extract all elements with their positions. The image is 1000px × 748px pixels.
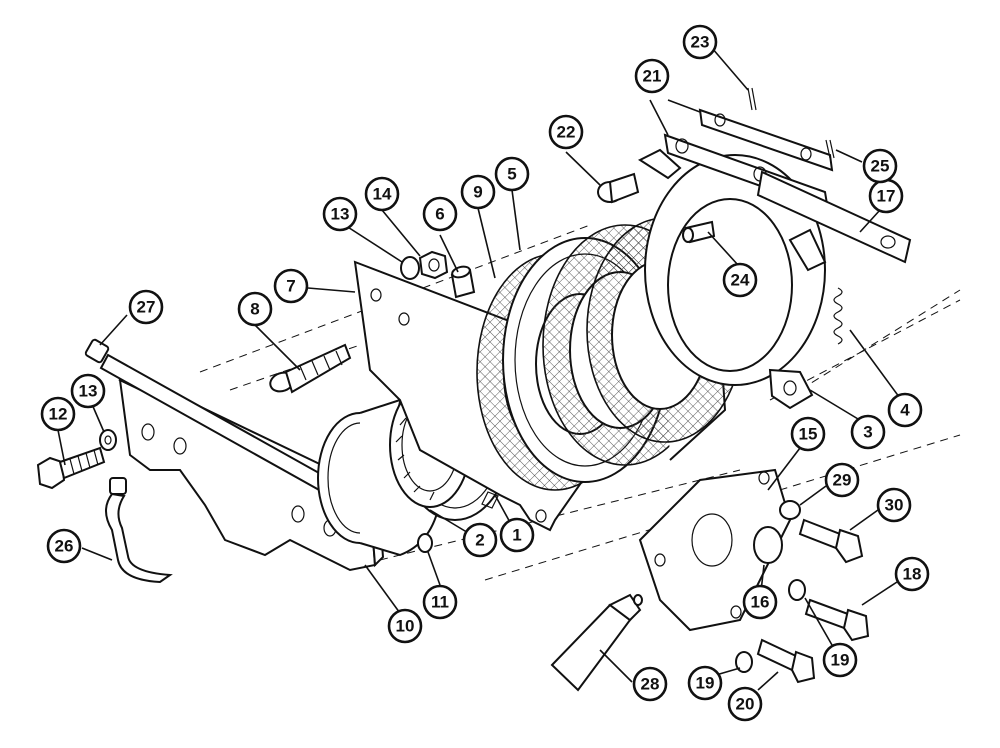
callout-9: 9 [460,174,496,210]
callout-label: 29 [833,471,852,490]
callout-8: 8 [237,291,273,327]
callout-label: 15 [799,425,818,444]
callout-21: 21 [634,58,670,94]
callout-label: 8 [250,300,259,319]
callout-29: 29 [824,462,860,498]
callout-label: 22 [557,123,576,142]
callout-15: 15 [790,416,826,452]
callout-18: 18 [894,556,930,592]
washer-part-13-left [99,429,117,451]
cap-screw-part-8 [269,343,352,394]
callout-label: 21 [643,67,662,86]
callout-label: 4 [900,401,910,420]
pin-part-22 [597,172,640,204]
callout-13-left: 13 [70,373,106,409]
washer-part-13-top [400,256,420,280]
hex-bolt-part-12 [36,446,106,490]
callout-label: 7 [286,277,295,296]
callout-label: 17 [877,187,896,206]
callout-13-top: 13 [322,196,358,232]
callout-label: 19 [696,674,715,693]
callout-27: 27 [128,289,164,325]
pin-part-24 [682,220,716,244]
callout-label: 30 [885,496,904,515]
callout-label: 25 [871,157,890,176]
callout-11: 11 [422,584,458,620]
washer-part-19-left [735,651,753,673]
callout-label: 12 [49,405,68,424]
spring-part-4 [833,287,843,345]
cotter-pin-part-23 [747,87,757,111]
bolt-part-20 [756,638,816,684]
callout-label: 3 [863,423,872,442]
callout-label: 13 [79,382,98,401]
cotter-pin-part-25 [825,139,835,159]
callout-label: 10 [396,617,415,636]
callout-12: 12 [40,396,76,432]
callout-label: 13 [331,205,350,224]
callout-5: 5 [494,156,530,192]
callout-label: 18 [903,565,922,584]
callout-10: 10 [387,608,423,644]
bolt-part-30 [798,518,864,564]
callout-30: 30 [876,487,912,523]
callout-label: 9 [473,183,482,202]
callout-label: 6 [435,205,444,224]
washer-part-19-right [788,579,806,601]
sealant-tube-part-28 [550,593,643,692]
callout-label: 19 [831,651,850,670]
callout-2: 2 [462,522,498,558]
callout-24: 24 [722,262,758,298]
bushing-part-29 [779,500,801,520]
callout-label: 11 [431,593,449,612]
o-ring-part-11 [417,533,433,553]
callout-label: 1 [512,526,521,545]
callout-label: 28 [641,675,660,694]
callout-label: 26 [55,537,74,556]
nut-part-14 [418,250,449,280]
lever-part-17 [756,170,912,264]
callout-label: 16 [751,593,770,612]
callout-26: 26 [46,528,82,564]
callout-20: 20 [727,686,763,722]
callout-label: 24 [731,271,750,290]
callout-4: 4 [887,392,923,428]
callout-28: 28 [632,666,668,702]
callout-16: 16 [742,584,778,620]
bolt-part-18 [804,598,870,642]
callout-label: 5 [507,165,516,184]
callout-label: 20 [736,695,755,714]
callout-19-left: 19 [687,665,723,701]
callout-7: 7 [273,268,309,304]
callout-19-right: 19 [822,642,858,678]
seal-part-16 [753,526,783,564]
callout-25: 25 [862,148,898,184]
callout-17: 17 [868,178,904,214]
pipe-part-26 [105,477,173,584]
callout-label: 23 [691,33,710,52]
callout-label: 2 [475,531,484,550]
callout-1: 1 [499,517,535,553]
callout-22: 22 [548,114,584,150]
callout-23: 23 [682,24,718,60]
callout-label: 14 [373,185,392,204]
callout-6: 6 [422,196,458,232]
bushing-part-6 [450,265,476,299]
callout-3: 3 [850,414,886,450]
callout-label: 27 [137,298,156,317]
callout-14: 14 [364,176,400,212]
